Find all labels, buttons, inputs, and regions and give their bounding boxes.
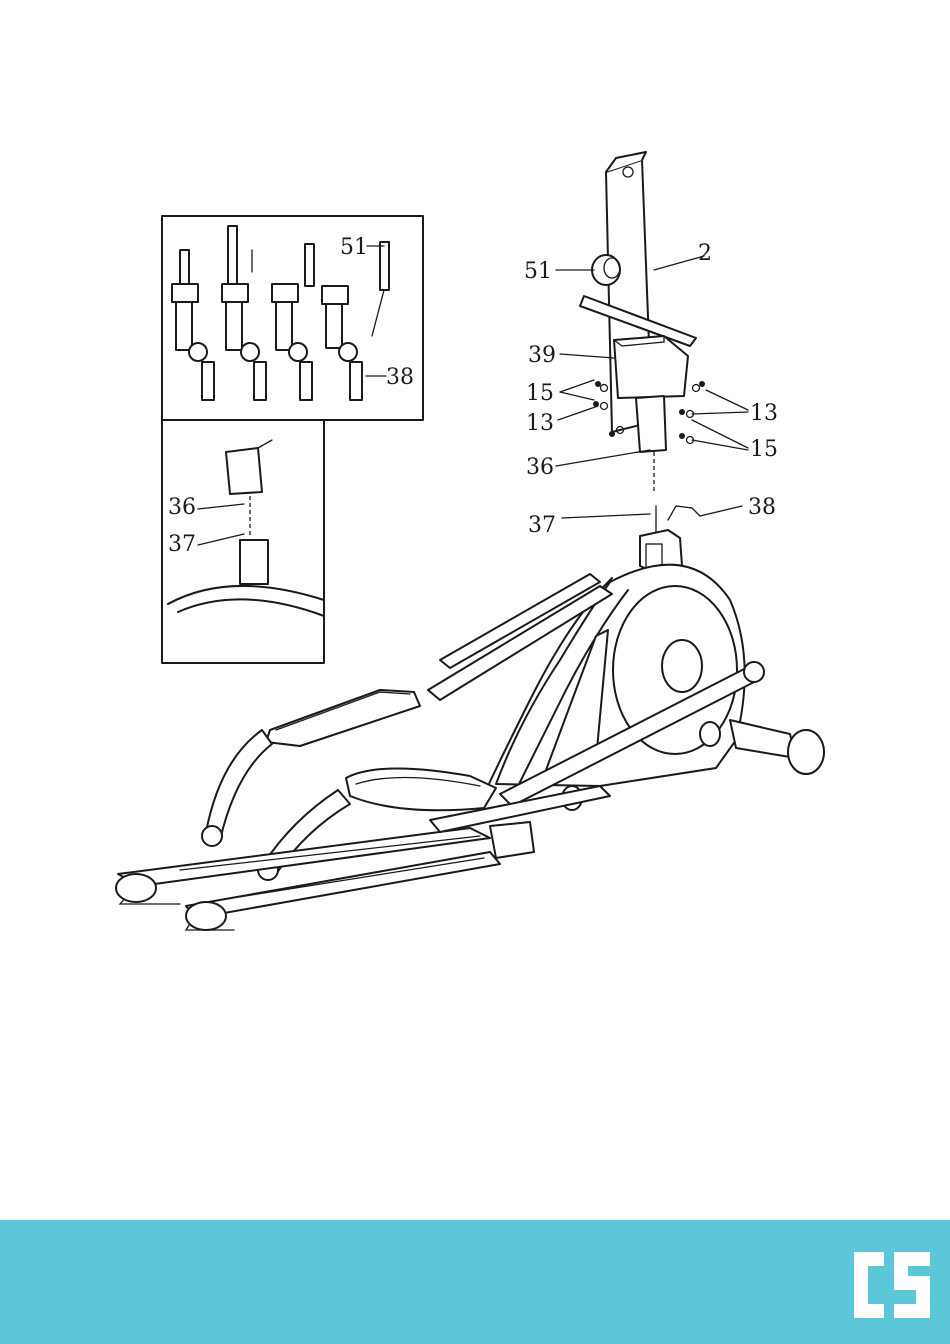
callout-51-inset: 51 [340, 235, 368, 260]
leader-2 [654, 256, 704, 270]
connector-step-1 [172, 250, 214, 400]
connector-step-3 [272, 244, 314, 400]
callout-36-main: 36 [526, 455, 554, 480]
pedal-right [346, 768, 496, 810]
leader-15-right-a [692, 420, 748, 448]
callout-15-right: 15 [750, 437, 778, 462]
leader-38-main [700, 506, 742, 516]
leader-13-left [558, 406, 598, 420]
callout-15-left: 15 [526, 381, 554, 406]
front-foot-right [186, 902, 226, 930]
lower-post-section [636, 396, 666, 452]
callout-13-left: 13 [526, 411, 554, 436]
callout-13-right: 13 [750, 401, 778, 426]
frame-arc [168, 586, 324, 604]
callout-37-inset: 37 [168, 532, 196, 557]
leader-15-right-b [692, 440, 748, 450]
flywheel-hub [662, 640, 702, 692]
front-foot-left [116, 874, 156, 902]
connector-step-2 [222, 226, 266, 400]
callout-38-main: 38 [748, 495, 776, 520]
callout-36-inset: 36 [168, 495, 196, 520]
leader-15-left-b [560, 392, 594, 400]
pedal-arm-left [206, 730, 272, 840]
pedal-left [266, 690, 420, 746]
inset-cable-connection: 51 38 [162, 216, 423, 420]
leader-37-main [562, 514, 650, 518]
elliptical-machine: 37 38 [116, 495, 824, 930]
cable-connector-38 [668, 506, 700, 520]
callout-38-inset: 38 [386, 365, 414, 390]
leader-15-left-a [560, 380, 594, 392]
upper-tube-sleeve [226, 448, 262, 494]
leader-13-right-a [706, 390, 748, 410]
footer-band: CS [0, 1220, 950, 1344]
rear-stabilizer [730, 720, 796, 758]
leader-36-main [556, 450, 650, 466]
callout-2: 2 [698, 241, 712, 266]
upper-mast-assembly: 2 51 39 15 13 13 15 36 [524, 152, 778, 494]
leader-13-right-b [692, 412, 748, 414]
lower-tube-sleeve [240, 540, 268, 584]
leader-39 [560, 354, 614, 358]
front-block [490, 822, 534, 858]
callout-39: 39 [528, 343, 556, 368]
inset-post-alignment: 36 37 [162, 420, 324, 663]
cs-logo: CS [850, 1246, 934, 1324]
callout-51-main: 51 [524, 259, 552, 284]
callout-37-main: 37 [528, 513, 556, 538]
rear-end-cap [788, 730, 824, 774]
leader-36-inset [198, 504, 244, 509]
leader-37-inset [198, 534, 244, 545]
assembly-diagram: 51 38 36 37 [0, 0, 950, 1220]
